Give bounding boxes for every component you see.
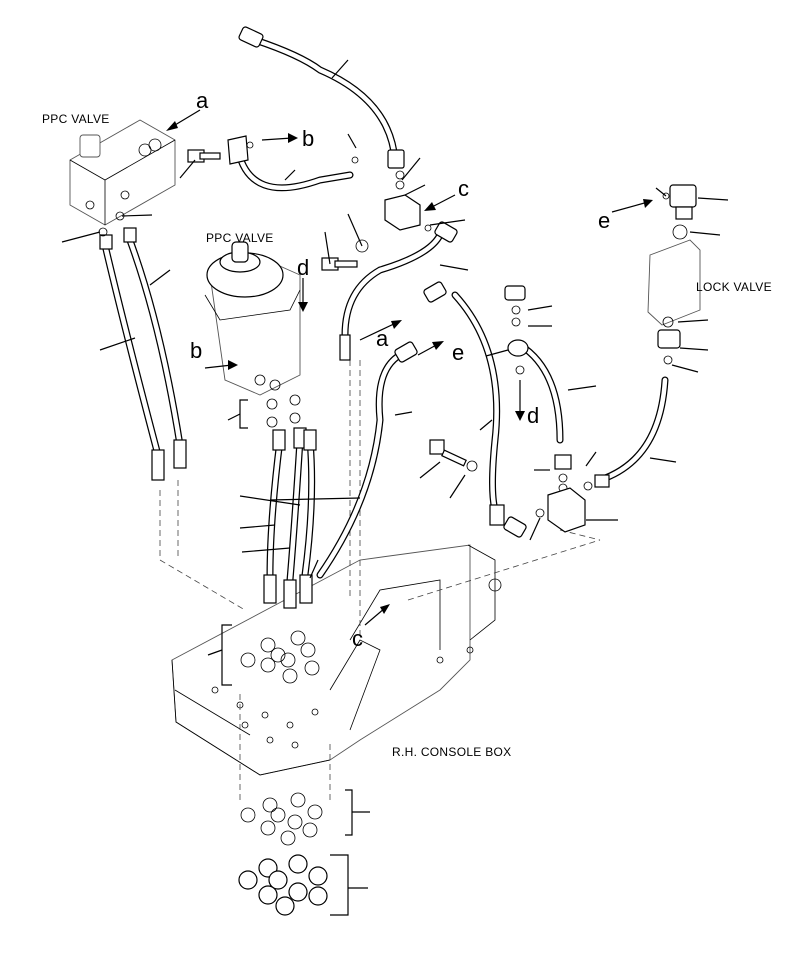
ref-a-upper: a <box>196 88 209 113</box>
ref-d-left: d <box>297 255 309 280</box>
leader-lines <box>61 59 729 656</box>
ref-e-center: e <box>452 340 464 365</box>
brackets <box>221 399 370 916</box>
oring-groups <box>238 394 328 916</box>
fittings <box>98 26 670 609</box>
lock-valve <box>647 184 701 365</box>
console-holes <box>211 646 474 749</box>
console-box <box>171 544 502 776</box>
reference-arrows <box>166 109 653 626</box>
ref-b-upper: b <box>302 126 314 151</box>
ref-d-right: d <box>527 403 539 428</box>
label-console-box: R.H. CONSOLE BOX <box>392 745 512 759</box>
ref-c-lower: c <box>352 626 363 651</box>
ref-a-lower: a <box>376 326 389 351</box>
label-ppc-valve-left: PPC VALVE <box>42 112 110 126</box>
label-lock-valve: LOCK VALVE <box>696 280 772 294</box>
ref-c-upper: c <box>458 176 469 201</box>
ref-b-lower: b <box>190 338 202 363</box>
ppc-valve-left <box>69 119 176 226</box>
ppc-valve-center <box>204 241 301 396</box>
ref-e-right: e <box>598 208 610 233</box>
label-ppc-valve-center: PPC VALVE <box>206 231 274 245</box>
